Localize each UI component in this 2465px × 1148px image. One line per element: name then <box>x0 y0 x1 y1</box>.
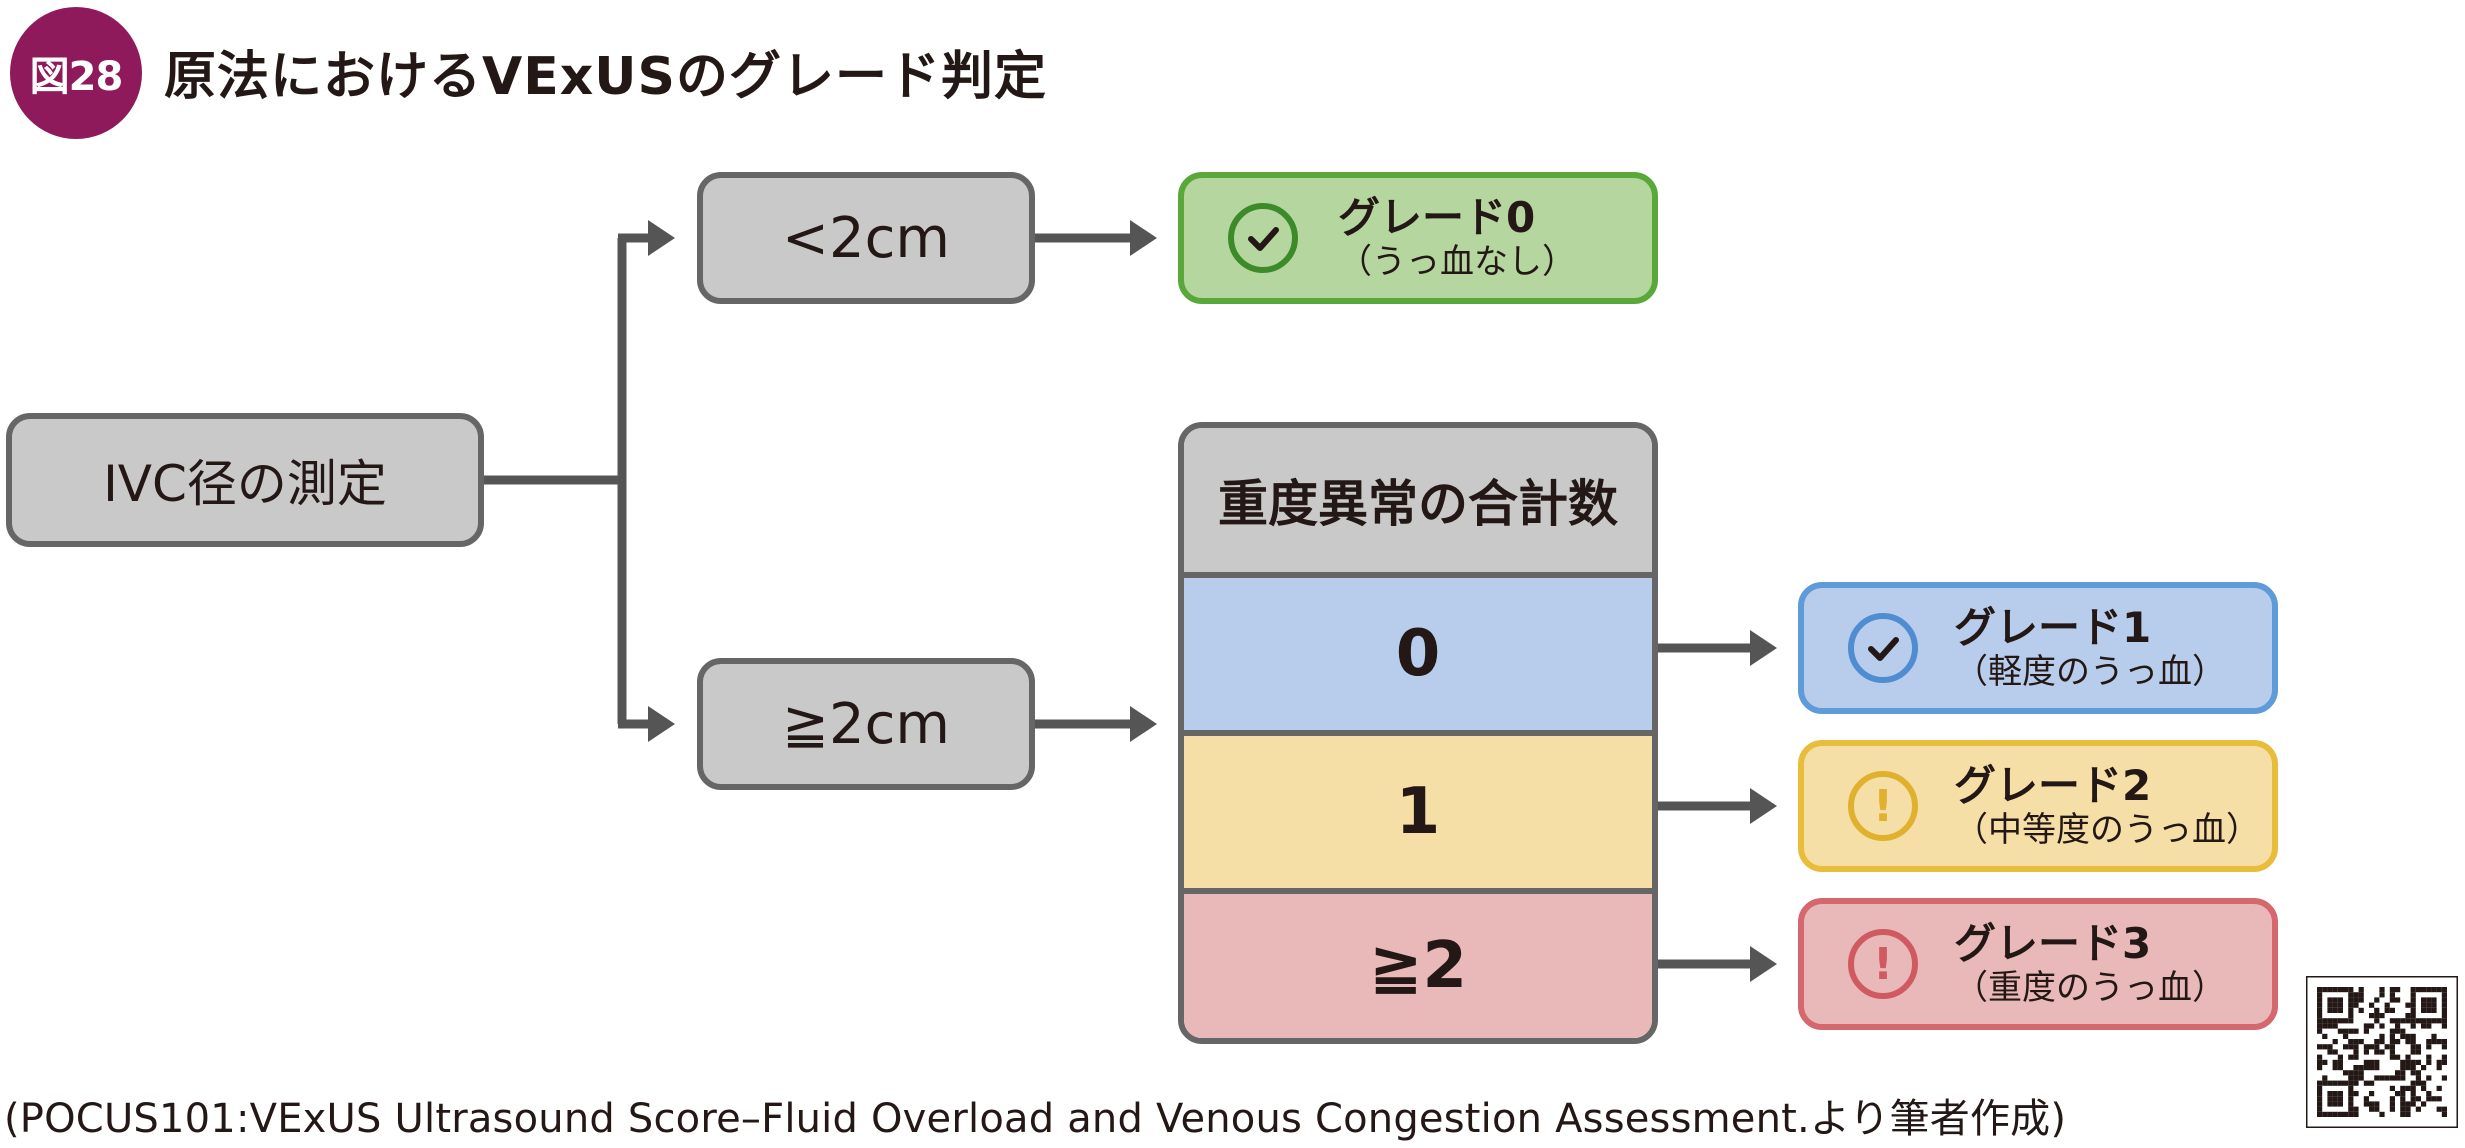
score-row-1-label: 1 <box>1395 775 1441 849</box>
grade-0-description: （うっ血なし） <box>1338 241 1576 282</box>
figure-title: 原法におけるVExUSのグレード判定 <box>164 47 1047 107</box>
exclamation-icon: ! <box>1848 929 1918 999</box>
grade-3-description: （重度のうっ血） <box>1954 967 2226 1008</box>
grade-1-box: グレード1 （軽度のうっ血） <box>1798 582 2278 714</box>
ge-2cm-box: ≧2cm <box>697 658 1035 790</box>
exclamation-icon: ! <box>1848 771 1918 841</box>
severe-abnormality-count-table: 重度異常の合計数 0 1 ≧2 <box>1178 422 1658 1044</box>
check-icon <box>1848 613 1918 683</box>
score-table-header: 重度異常の合計数 <box>1184 428 1652 572</box>
score-row-0: 0 <box>1184 572 1652 730</box>
grade-1-title: グレード1 <box>1954 603 2152 653</box>
qr-code-icon <box>2306 976 2458 1128</box>
grade-1-description: （軽度のうっ血） <box>1954 651 2226 692</box>
ivc-measurement-label: IVC径の測定 <box>103 455 387 513</box>
grade-3-title: グレード3 <box>1954 919 2152 969</box>
figure-badge: 図28 <box>10 7 142 139</box>
grade-2-box: ! グレード2 （中等度のうっ血） <box>1798 740 2278 872</box>
score-row-1: 1 <box>1184 730 1652 888</box>
score-row-2-label: ≧2 <box>1368 929 1468 1003</box>
check-icon <box>1228 203 1298 273</box>
score-row-0-label: 0 <box>1395 617 1441 691</box>
grade-2-description: （中等度のうっ血） <box>1954 809 2260 850</box>
grade-3-box: ! グレード3 （重度のうっ血） <box>1798 898 2278 1030</box>
source-citation: (POCUS101:VExUS Ultrasound Score–Fluid O… <box>4 1096 2067 1142</box>
grade-0-box: グレード0 （うっ血なし） <box>1178 172 1658 304</box>
grade-0-title: グレード0 <box>1338 193 1536 243</box>
score-row-2-or-more: ≧2 <box>1184 888 1652 1038</box>
grade-2-title: グレード2 <box>1954 761 2152 811</box>
ivc-measurement-box: IVC径の測定 <box>6 413 484 547</box>
ge-2cm-label: ≧2cm <box>782 691 950 757</box>
lt-2cm-label: <2cm <box>782 205 950 271</box>
lt-2cm-box: <2cm <box>697 172 1035 304</box>
score-table-header-label: 重度異常の合計数 <box>1218 475 1618 533</box>
